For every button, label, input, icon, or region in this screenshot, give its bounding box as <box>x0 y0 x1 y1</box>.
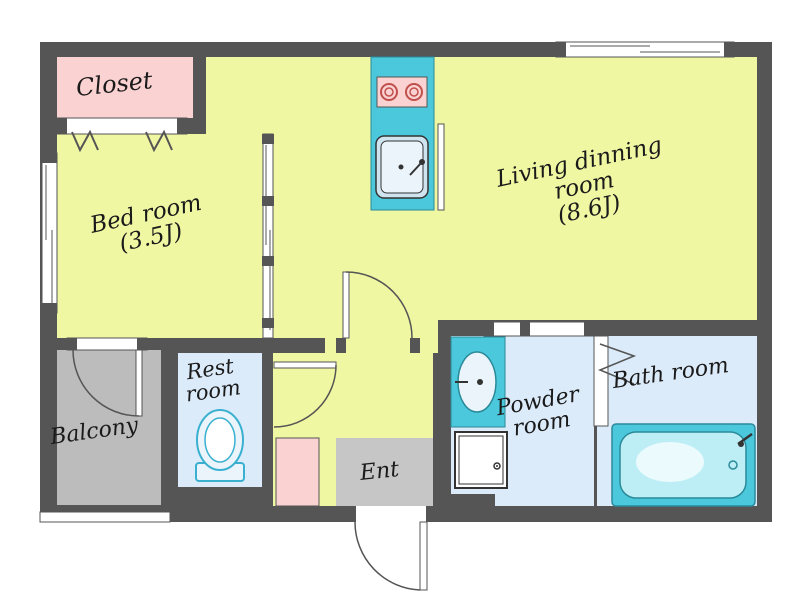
bathtub-highlight <box>636 442 704 482</box>
living-dining-floor <box>206 57 757 353</box>
balcony-door-post-right <box>137 338 147 350</box>
balcony-door-post-left <box>67 338 77 350</box>
bedroom-floor <box>57 134 263 338</box>
bath-faucet-knob <box>738 441 744 447</box>
toilet-seat <box>204 417 236 463</box>
washer-drain-core <box>496 465 498 467</box>
balcony-door-opening <box>66 337 148 351</box>
powder-bottom-wall <box>438 494 495 506</box>
powder-window-post-1 <box>484 322 494 336</box>
bedroom-window-post-2 <box>42 303 57 313</box>
stove-burner-left <box>380 83 398 101</box>
entrance-door-post-right <box>426 506 436 522</box>
closet-floor <box>57 57 193 118</box>
balcony-door-leaf <box>135 349 143 417</box>
bedroom-sliding-door <box>262 133 274 339</box>
bedroom-door-post-2 <box>262 196 274 206</box>
bedroom-door-post-4 <box>262 318 274 328</box>
bedroom-door-post-3 <box>262 256 274 266</box>
hall-door-opening <box>340 338 416 353</box>
living-window-post-1 <box>556 42 566 57</box>
balcony-door-swing <box>72 349 140 417</box>
washer-space <box>454 431 508 489</box>
restroom-door-leaf <box>273 361 337 369</box>
restroom-door-post-bottom <box>262 420 273 430</box>
bedroom-window-post-1 <box>42 153 57 163</box>
entrance-floor <box>336 438 433 506</box>
shoe-cabinet <box>275 437 320 507</box>
bathtub-drain <box>728 460 738 470</box>
bedroom-window <box>41 152 58 314</box>
stove-burner-left-inner <box>384 87 394 97</box>
closet-bifold-right <box>145 129 173 153</box>
sink-faucet-knob <box>419 159 425 165</box>
closet-track-post-left <box>57 118 67 134</box>
hall-door-post-right <box>410 338 420 353</box>
powder-window-post-3 <box>584 322 594 336</box>
washer-drain <box>493 462 501 470</box>
powder-top-window <box>483 321 595 337</box>
closet-bifold-left <box>71 129 99 153</box>
entrance-door-swing <box>354 521 421 591</box>
entrance-door-post-left <box>346 506 356 522</box>
hall-door-leaf <box>342 271 350 339</box>
bath-folding-door <box>593 335 609 427</box>
bedroom-door-post-1 <box>262 134 274 144</box>
wash-basin-drain <box>477 379 483 385</box>
stove-burner-right <box>405 83 423 101</box>
entrance-door-leaf <box>419 521 428 591</box>
bath-folding-door-panels <box>598 343 637 385</box>
living-window-post-2 <box>724 42 734 57</box>
restroom-door-swing <box>273 364 337 428</box>
sink-drain <box>398 164 404 170</box>
balcony-floor <box>57 350 161 505</box>
restroom-door-post-top <box>262 353 273 363</box>
kitchen-partition <box>437 123 445 211</box>
closet-door-track <box>56 117 188 135</box>
closet-track-post-right <box>177 118 187 134</box>
powder-window-post-2 <box>520 322 530 336</box>
hall-door-swing <box>345 271 413 339</box>
entrance-door-opening <box>350 506 430 522</box>
stove-burner-right-inner <box>409 87 419 97</box>
hall-door-post-left <box>336 338 346 353</box>
living-window <box>555 41 735 58</box>
balcony-bottom-sill <box>39 511 171 523</box>
washer-drain-pan <box>458 435 504 485</box>
